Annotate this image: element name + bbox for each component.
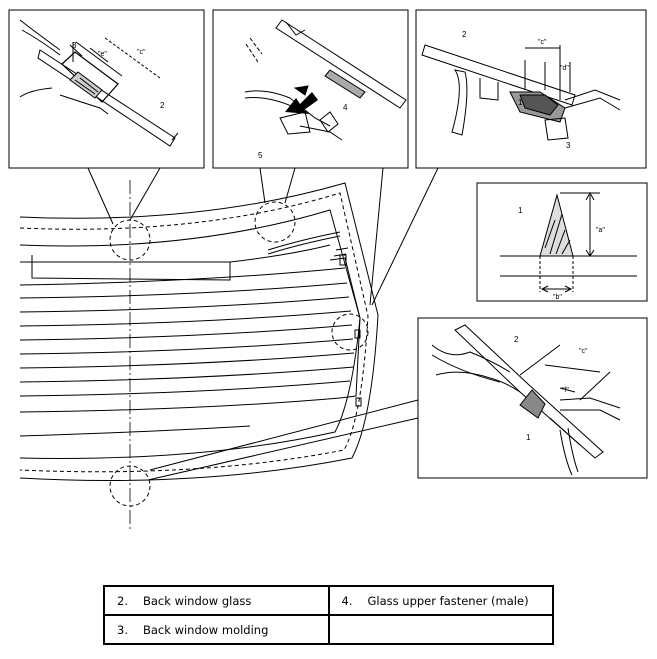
dim-a-label: "a"	[596, 227, 605, 234]
dim-f-label: "f"	[562, 387, 569, 394]
detail-circle-top-right	[254, 201, 296, 243]
callout-2-inset-top-right: 2	[462, 30, 467, 39]
callout-1-dimension-detail: 1	[518, 206, 523, 215]
legend-label: Glass upper fastener (male)	[367, 593, 529, 608]
install-arrow-icon	[285, 92, 318, 114]
callout-3-inset-top-left: 3	[72, 41, 77, 50]
callout-1-inset-bottom-right: 1	[526, 433, 531, 442]
back-window-main-view	[19, 167, 439, 530]
callout-5: 5	[258, 151, 263, 160]
legend-number: 3.	[117, 622, 128, 637]
legend-cell: 4. Glass upper fastener (male)	[327, 585, 554, 616]
legend-number: 4.	[341, 593, 353, 608]
inset-top-middle	[212, 9, 409, 169]
dim-c-label-top-left: "c"	[137, 49, 146, 56]
callout-1-inset-top-right: 1	[518, 98, 523, 107]
callout-2-inset-top-left: 2	[160, 101, 165, 110]
parts-legend-table: 2. Back window glass 4. Glass upper fasten…	[103, 585, 554, 645]
callout-4: 4	[343, 103, 348, 112]
inset-bottom-right	[417, 317, 648, 479]
inset-top-left	[8, 9, 205, 169]
back-window-diagram: 3 2 4 5 2 1 3 1 2 1 "e" "c" "c" "d" "a" …	[8, 9, 648, 530]
legend-label: Back window glass	[143, 593, 252, 608]
dim-e-label: "e"	[98, 51, 107, 58]
dim-c-label-top-right: "c"	[538, 39, 547, 46]
legend-row: 3. Back window molding	[103, 614, 554, 645]
legend-row: 2. Back window glass 4. Glass upper fasten…	[103, 585, 554, 616]
legend-cell: 3. Back window molding	[103, 614, 330, 645]
dim-d-label: "d"	[560, 65, 569, 72]
callout-2-inset-bottom-right: 2	[514, 335, 519, 344]
dim-b-label: "b"	[553, 294, 562, 301]
callout-3-inset-top-right: 3	[566, 141, 571, 150]
inset-dimension-detail	[476, 182, 648, 302]
legend-cell: 2. Back window glass	[103, 585, 330, 616]
legend-number: 2.	[117, 593, 128, 608]
inset-top-right	[415, 9, 647, 169]
dim-c-label-bottom-right: "c"	[579, 348, 588, 355]
detail-circle-bottom	[109, 465, 151, 507]
legend-label: Back window molding	[143, 622, 269, 637]
detail-circle-side	[331, 313, 369, 351]
legend-cell-empty	[327, 614, 554, 645]
